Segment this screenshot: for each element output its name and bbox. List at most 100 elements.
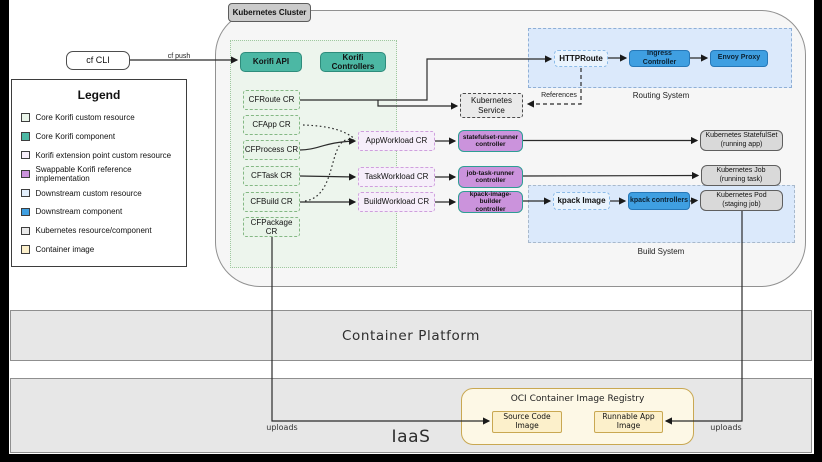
kubernetes-service-line1: Kubernetes (471, 96, 512, 106)
legend-panel: Legend Core Korifi custom resource Core … (11, 79, 187, 267)
left-letterbox (0, 0, 9, 462)
cfapp-cr-node: CFApp CR (243, 115, 300, 135)
source-code-image-node: Source Code Image (492, 411, 562, 433)
right-letterbox (814, 0, 822, 462)
legend-swatch-downstream-component (21, 207, 30, 217)
korifi-api-label: Korifi API (252, 57, 290, 67)
legend-swatch-core-korifi-custom-resource (21, 113, 30, 122)
legend-item-downstream-custom-resource: Downstream custom resource (12, 184, 186, 203)
k8s-pod-line1: Kubernetes Pod (716, 192, 767, 200)
legend-swatch-kubernetes-resource (21, 226, 30, 236)
k8s-statefulset-line2: (running app) (720, 140, 763, 148)
kpack-image-builder-controller-node: kpack-image-builder controller (458, 191, 523, 213)
runnable-app-image-node: Runnable App Image (594, 411, 663, 433)
kubernetes-service-node: Kubernetes Service (460, 93, 523, 118)
cfprocess-cr-label: CFProcess CR (244, 145, 299, 155)
job-task-runner-controller-node: job-task-runner controller (458, 166, 523, 188)
kpack-image-builder-line2: controller (475, 205, 506, 213)
job-task-runner-line2: controller (475, 177, 506, 184)
legend-item-downstream-component: Downstream component (12, 202, 186, 221)
legend-item-core-korifi-custom-resource: Core Korifi custom resource (12, 108, 186, 127)
cfroute-cr-label: CFRoute CR (248, 95, 295, 105)
legend-swatch-core-korifi-component (21, 132, 30, 141)
httproute-node: HTTPRoute (554, 50, 608, 67)
legend-label: Kubernetes resource/component (35, 226, 152, 236)
legend-label: Downstream custom resource (35, 188, 142, 198)
kubernetes-cluster-title-text: Kubernetes Cluster (232, 8, 307, 17)
runnable-app-image-line1: Runnable App (602, 412, 655, 422)
buildworkload-cr-label: BuildWorkload CR (363, 197, 430, 207)
legend-item-kubernetes-resource: Kubernetes resource/component (12, 221, 186, 240)
kpack-image-label: kpack Image (557, 196, 606, 206)
legend-label: Core Korifi component (35, 131, 116, 141)
legend-label: Core Korifi custom resource (35, 112, 135, 122)
legend-item-swappable-reference: Swappable Korifi reference implementatio… (12, 165, 186, 184)
bottom-letterbox (0, 454, 822, 462)
cfapp-cr-label: CFApp CR (252, 120, 291, 130)
cfbuild-cr-label: CFBuild CR (250, 197, 293, 207)
legend-items: Core Korifi custom resource Core Korifi … (12, 108, 186, 259)
kpack-controllers-node: kpack controllers (628, 192, 690, 210)
httproute-label: HTTPRoute (559, 53, 603, 63)
k8s-job-node: Kubernetes Job (running task) (701, 165, 781, 186)
legend-item-container-image: Container image (12, 240, 186, 259)
cf-cli-node: cf CLI (66, 51, 130, 70)
cfpackage-cr-label: CFPackage CR (250, 217, 293, 236)
legend-swatch-korifi-extension-point (21, 150, 30, 160)
kpack-image-builder-line1: kpack-image-builder (469, 190, 512, 206)
legend-label: Container image (35, 245, 95, 255)
container-platform-label: Container Platform (342, 328, 480, 344)
k8s-statefulset-node: Kubernetes StatefulSet (running app) (700, 130, 783, 151)
legend-label: Swappable Korifi reference implementatio… (35, 165, 132, 184)
korifi-controllers-label: Korifi Controllers (331, 52, 375, 71)
legend-label: Korifi extension point custom resource (35, 150, 172, 160)
job-task-runner-line1: job-task-runner (466, 169, 515, 177)
kubernetes-cluster-title: Kubernetes Cluster (228, 3, 311, 22)
container-platform-band: Container Platform (10, 310, 812, 361)
source-code-image-line1: Source Code (503, 412, 551, 422)
kpack-controllers-label: kpack controllers (630, 196, 688, 204)
uploads-left-label: uploads (266, 423, 298, 432)
k8s-job-line2: (running task) (719, 175, 763, 183)
statefulset-runner-controller-node: statefulset-runner controller (458, 130, 523, 152)
kpack-image-node: kpack Image (553, 192, 610, 210)
cfpackage-cr-node: CFPackage CR (243, 217, 300, 237)
legend-swatch-container-image (21, 245, 30, 254)
iaas-label: IaaS (391, 427, 431, 447)
appworkload-cr-node: AppWorkload CR (358, 131, 435, 151)
cfroute-cr-node: CFRoute CR (243, 90, 300, 110)
runnable-app-image-line2: Image (616, 421, 641, 430)
envoy-proxy-node: Envoy Proxy (710, 50, 768, 67)
legend-item-korifi-extension-point: Korifi extension point custom resource (12, 146, 186, 165)
appworkload-cr-label: AppWorkload CR (365, 136, 428, 146)
cf-cli-label: cf CLI (86, 55, 110, 66)
legend-label: Downstream component (35, 207, 123, 217)
taskworkload-cr-node: TaskWorkload CR (358, 167, 435, 187)
k8s-statefulset-line1: Kubernetes StatefulSet (705, 132, 778, 140)
cfprocess-cr-node: CFProcess CR (243, 140, 300, 160)
references-label: References (541, 92, 577, 99)
legend-swatch-swappable-reference (21, 169, 30, 179)
korifi-controllers-node: Korifi Controllers (320, 52, 386, 72)
ingress-controller-node: Ingress Controller (629, 50, 690, 67)
source-code-image-line2: Image (515, 421, 539, 430)
legend-item-core-korifi-component: Core Korifi component (12, 127, 186, 146)
buildworkload-cr-node: BuildWorkload CR (358, 192, 435, 212)
k8s-pod-line2: (staging job) (722, 200, 761, 208)
legend-title: Legend (77, 88, 121, 102)
statefulset-runner-line2: controller (475, 141, 506, 148)
kubernetes-service-line2: Service (478, 105, 505, 115)
ingress-controller-label: Ingress Controller (642, 50, 677, 66)
build-system-label: Build System (637, 247, 685, 256)
legend-swatch-downstream-custom-resource (21, 188, 30, 198)
cftask-cr-label: CFTask CR (251, 171, 292, 181)
cfbuild-cr-node: CFBuild CR (243, 192, 300, 212)
taskworkload-cr-label: TaskWorkload CR (364, 172, 429, 182)
routing-system-label: Routing System (632, 91, 690, 100)
envoy-proxy-label: Envoy Proxy (717, 54, 761, 62)
statefulset-runner-line1: statefulset-runner (462, 133, 519, 141)
cftask-cr-node: CFTask CR (243, 166, 300, 186)
k8s-pod-node: Kubernetes Pod (staging job) (700, 190, 783, 211)
k8s-job-line1: Kubernetes Job (716, 167, 766, 175)
